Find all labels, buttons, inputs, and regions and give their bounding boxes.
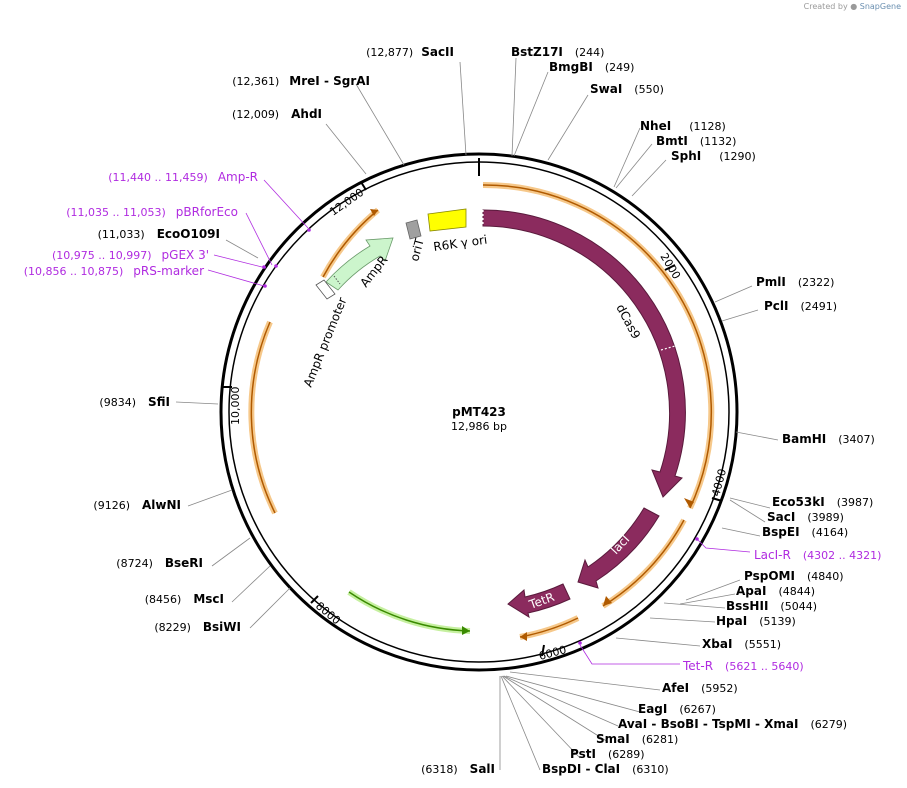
enzyme-sphi[interactable]: SphI(1290) [671,149,756,163]
enzyme-bsshii[interactable]: BssHII(5044) [726,599,817,613]
credit-brand: SnapGene [859,2,901,11]
backbone-ticks [222,158,723,657]
enzyme-hpai[interactable]: HpaI(5139) [716,614,796,628]
ampr-feature[interactable] [325,237,394,291]
enzyme-pmli[interactable]: PmlI(2322) [756,275,834,289]
enzyme-bstz17i[interactable]: BstZ17I(244) [511,45,604,59]
primer-prs-marker[interactable]: (10,856 .. 10,875)pRS-marker [24,264,204,278]
enzyme-bseri[interactable]: (8724)BseRI [116,556,203,570]
enzyme-eco0109i[interactable]: (11,033)EcoO109I [98,227,220,241]
ampr-promoter-label: AmpR promoter [301,295,350,389]
enzyme-mrei-group[interactable]: (12,361)MreI - SgrAI [232,74,370,88]
laci-feature[interactable] [577,507,660,589]
r6k-ori-label: R6K γ ori [432,233,488,254]
enzyme-alwni[interactable]: (9126)AlwNI [93,498,181,512]
enzyme-avai-group[interactable]: AvaI - BsoBI - TspMI - XmaI(6279) [618,717,847,731]
plasmid-length: 12,986 bp [451,420,507,433]
primer-tet-r[interactable]: Tet-R(5621 .. 5640) [682,659,804,673]
primer-markers [262,228,699,645]
enzyme-swai[interactable]: SwaI(550) [590,82,664,96]
primer-leader-lines [207,179,751,665]
enzyme-ahdi[interactable]: (12,009)AhdI [232,107,322,121]
enzyme-msci[interactable]: (8456)MscI [145,592,224,606]
enzyme-sfii[interactable]: (9834)SfiI [99,395,170,409]
primer-amp-r[interactable]: (11,440 .. 11,459)Amp-R [108,170,258,184]
enzyme-bmti[interactable]: BmtI(1132) [656,134,736,148]
enzyme-bspdi-group[interactable]: BspDI - ClaI(6310) [542,762,669,776]
enzyme-xbai[interactable]: XbaI(5551) [702,637,781,651]
enzyme-psti[interactable]: PstI(6289) [570,747,645,761]
enzyme-pcli[interactable]: PclI(2491) [764,299,837,313]
r6k-ori-feature[interactable] [427,208,467,232]
snapgene-logo-icon: ● [850,2,858,11]
orit-label: oriT [407,236,427,262]
enzyme-pspomi[interactable]: PspOMI(4840) [744,569,844,583]
enzyme-eco53ki[interactable]: Eco53kI(3987) [772,495,873,509]
enzyme-bamhi[interactable]: BamHI(3407) [782,432,875,446]
primer-pbrforeco[interactable]: (11,035 .. 11,053)pBRforEco [66,205,238,219]
plasmid-name: pMT423 [452,405,506,419]
enzyme-smai[interactable]: SmaI(6281) [596,732,678,746]
ampr-promoter-feature[interactable] [315,279,336,300]
enzyme-eagi[interactable]: EagI(6267) [638,702,716,716]
tick-label-10000: 10,000 [229,387,242,426]
primer-laci-r[interactable]: LacI-R(4302 .. 4321) [754,548,881,562]
orf-arrowheads [370,209,694,641]
leader-lines [175,57,779,771]
enzyme-bmgbi[interactable]: BmgBI(249) [549,60,634,74]
enzyme-sali[interactable]: (6318)SalI [421,762,495,776]
primer-labels: LacI-R(4302 .. 4321) Tet-R(5621 .. 5640)… [24,170,882,673]
enzyme-labels: (12,877)SacII BstZ17I(244) BmgBI(249) Sw… [93,45,874,776]
enzyme-bspei[interactable]: BspEI(4164) [762,525,848,539]
enzyme-saci[interactable]: SacI(3989) [767,510,844,524]
enzyme-apai[interactable]: ApaI(4844) [736,584,815,598]
enzyme-nhei[interactable]: NheI(1128) [640,119,726,133]
snapgene-credit: Created by ● SnapGene [804,2,901,11]
tetr-feature[interactable] [507,583,571,619]
orit-feature[interactable] [405,219,422,240]
enzyme-afei[interactable]: AfeI(5952) [662,681,738,695]
dcas9-feature[interactable] [482,209,686,498]
primer-pgex3[interactable]: (10,975 .. 10,997)pGEX 3' [52,248,209,262]
backbone-outer [219,152,739,672]
enzyme-bsiwi[interactable]: (8229)BsiWI [154,620,241,634]
enzyme-sacii[interactable]: (12,877)SacII [366,45,454,59]
credit-prefix: Created by [803,2,848,11]
